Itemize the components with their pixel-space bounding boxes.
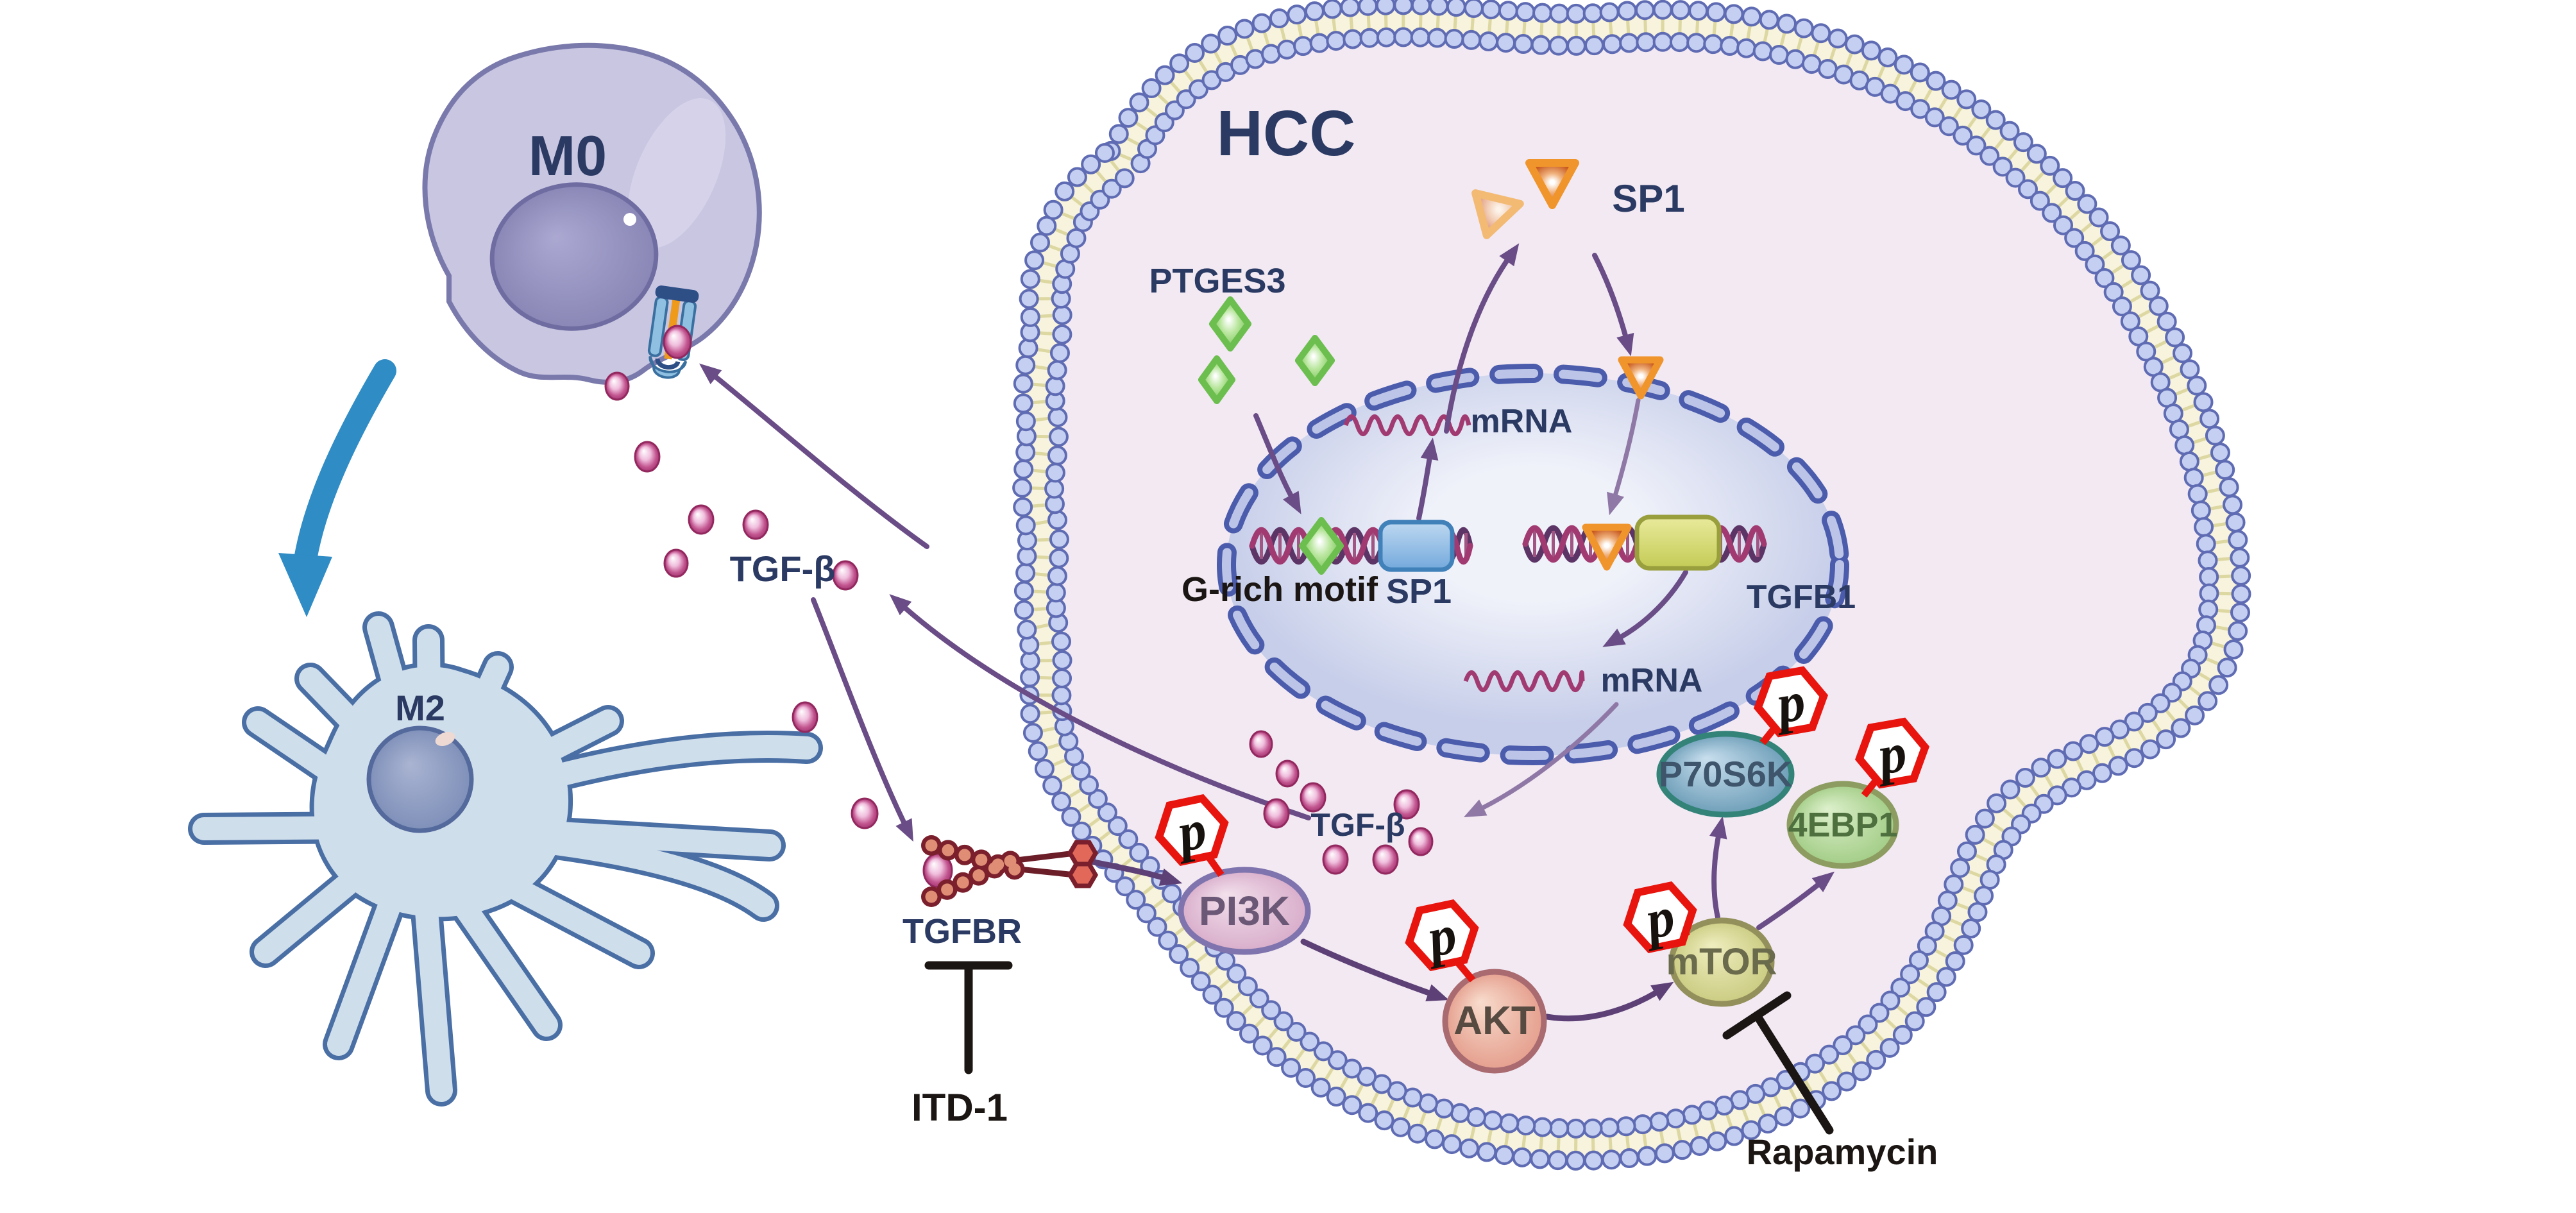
m2-nucleus-highlight: [435, 731, 455, 747]
tgfbr-label: TGFBR: [902, 912, 1022, 951]
ptges3-diamond-icon: [1198, 355, 1235, 404]
akt-label: AKT: [1453, 999, 1536, 1043]
m0-cell-label: M0: [528, 124, 607, 187]
ptges3-label: PTGES3: [1149, 262, 1286, 300]
m0-cell-highlight: [627, 98, 726, 248]
arrow-heads: [699, 243, 1835, 1001]
arrow-pi3k-to-akt: [1300, 938, 1441, 999]
hcc-nucleus: [1217, 364, 1849, 765]
mrna-bottom-label: mRNA: [1600, 662, 1703, 699]
m0-to-m2-arrow: [278, 359, 396, 617]
arrow-tgfb-secretion-out: [895, 599, 1311, 820]
arrow-mrna-to-tgfb: [1471, 702, 1619, 815]
mrna-top-label: mRNA: [1470, 403, 1573, 440]
rapamycin-inhibition-stem: [1752, 1011, 1834, 1135]
4ebp1-label: 4EBP1: [1788, 806, 1898, 844]
sp1-gene-box: [1378, 520, 1455, 572]
rapamycin-label: Rapamycin: [1746, 1132, 1938, 1172]
phosphate-hexagon-icon: [1155, 793, 1229, 867]
mrna-squiggle-bottom: [1463, 670, 1585, 693]
sp1-triangles: [1471, 159, 1664, 571]
itd1-label: ITD-1: [911, 1086, 1008, 1129]
tgfb1-gene-box: [1634, 514, 1722, 571]
m0-nucleus: [489, 182, 659, 331]
arrow-tgfb-to-tgfbr: [811, 597, 911, 834]
phosphate-hexagon-icon: [1623, 881, 1697, 954]
phosphate-hexagon-icon: [1405, 899, 1479, 972]
arrow-tgfb-to-m0: [706, 368, 929, 549]
m2-macrophage-cell: [188, 611, 823, 1107]
hcc-cell-label: HCC: [1216, 98, 1356, 169]
sp1-cytoplasm-label: SP1: [1612, 177, 1685, 220]
tgfb-extracellular-label: TGF-β: [729, 548, 836, 589]
sp1-triangle-icon: [1525, 159, 1579, 209]
arrow-akt-to-mtor: [1544, 985, 1667, 1022]
mrna-squiggle-top: [1343, 414, 1471, 437]
phosphate-tags: p p p p p: [1155, 666, 1930, 983]
4ebp1-node: [1786, 781, 1899, 869]
akt-node: [1442, 969, 1547, 1074]
sp1-triangle-entering-icon: [1618, 356, 1664, 400]
m2-nucleus: [366, 725, 474, 833]
inhibitor-bars: [924, 961, 1834, 1135]
m0-receptor-icon: [647, 285, 699, 379]
p70s6k-node: [1656, 731, 1795, 818]
tgfb-ligand-dots: [604, 325, 1434, 888]
tgfb1-gene-label: TGFB1: [1746, 579, 1856, 616]
phosphate-hexagon-icon: [1753, 666, 1829, 738]
arrow-tgfb1-to-mrna: [1610, 570, 1688, 644]
tgfbr-receptor-icon: [921, 835, 1099, 907]
m0-macrophage-cell: [422, 42, 762, 385]
p70s6k-label: P70S6K: [1658, 754, 1793, 794]
pi3k-node: [1178, 867, 1311, 955]
ptges3-diamonds: [1198, 296, 1344, 575]
sp1-gene-label: SP1: [1385, 572, 1452, 611]
ptges3-on-dna-icon: [1299, 517, 1344, 575]
sp1-triangle-faded-icon: [1471, 189, 1524, 239]
activation-arrows: [706, 250, 1828, 1022]
phosphate-hexagon-icon: [1854, 717, 1930, 789]
mtor-node: [1668, 917, 1775, 1007]
tgfbr-kinase-caps: [1067, 840, 1099, 888]
arrow-sp1-into-nucleus: [1592, 253, 1631, 348]
mtor-label: mTOR: [1666, 941, 1777, 983]
arrow-sp1-to-tgfb1-gene: [1610, 398, 1641, 507]
m2-cell-label: M2: [395, 688, 445, 728]
ptges3-diamond-icon: [1209, 296, 1251, 352]
tgfb-intracellular-label: TGF-β: [1310, 807, 1405, 843]
pi3k-label: PI3K: [1198, 888, 1291, 934]
m0-nucleus-highlight: [623, 213, 636, 226]
g-rich-motif-label: G-rich motif: [1182, 570, 1378, 609]
ptges3-diamond-icon: [1295, 335, 1335, 386]
sp1-on-dna-icon: [1582, 523, 1632, 571]
arrow-mrna-to-sp1-protein: [1444, 250, 1515, 434]
